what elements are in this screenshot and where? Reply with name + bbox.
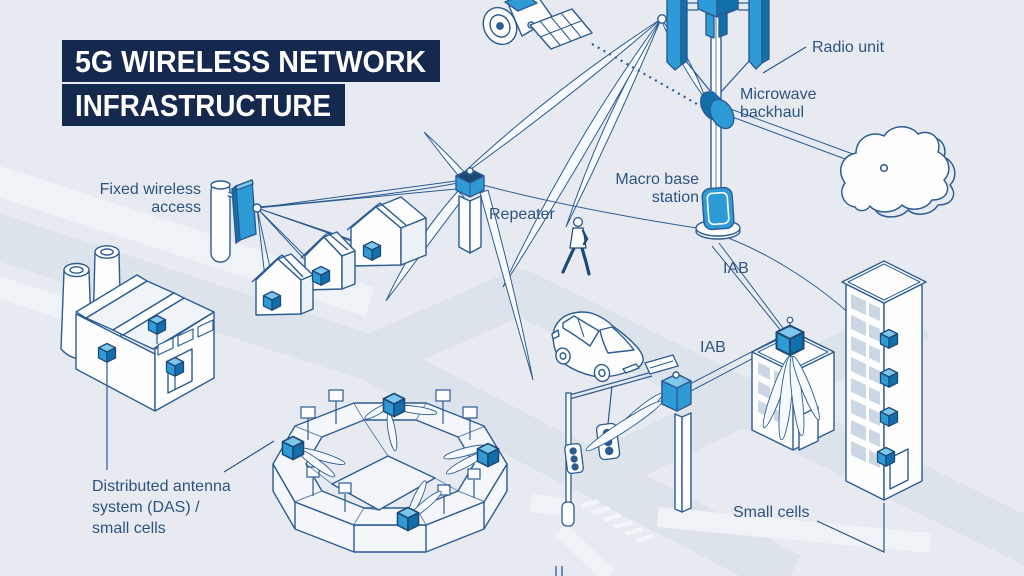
svg-text:Microwave: Microwave: [740, 86, 817, 103]
svg-text:Radio unit: Radio unit: [812, 39, 885, 56]
svg-text:5G WIRELESS NETWORK: 5G WIRELESS NETWORK: [75, 44, 427, 79]
svg-text:system (DAS) /: system (DAS) /: [92, 499, 200, 516]
svg-text:access: access: [151, 199, 201, 216]
svg-text:INFRASTRUCTURE: INFRASTRUCTURE: [75, 88, 331, 123]
svg-text:IAB: IAB: [700, 339, 726, 356]
svg-text:Distributed antenna: Distributed antenna: [92, 478, 231, 495]
svg-text:Small cells: Small cells: [733, 504, 809, 521]
svg-text:Fixed wireless: Fixed wireless: [100, 181, 201, 198]
svg-text:Repeater: Repeater: [489, 206, 555, 223]
svg-text:station: station: [652, 189, 699, 206]
svg-text:Macro base: Macro base: [615, 171, 699, 188]
svg-text:IAB: IAB: [723, 260, 749, 277]
svg-text:backhaul: backhaul: [740, 104, 804, 121]
svg-text:small cells: small cells: [92, 520, 166, 537]
